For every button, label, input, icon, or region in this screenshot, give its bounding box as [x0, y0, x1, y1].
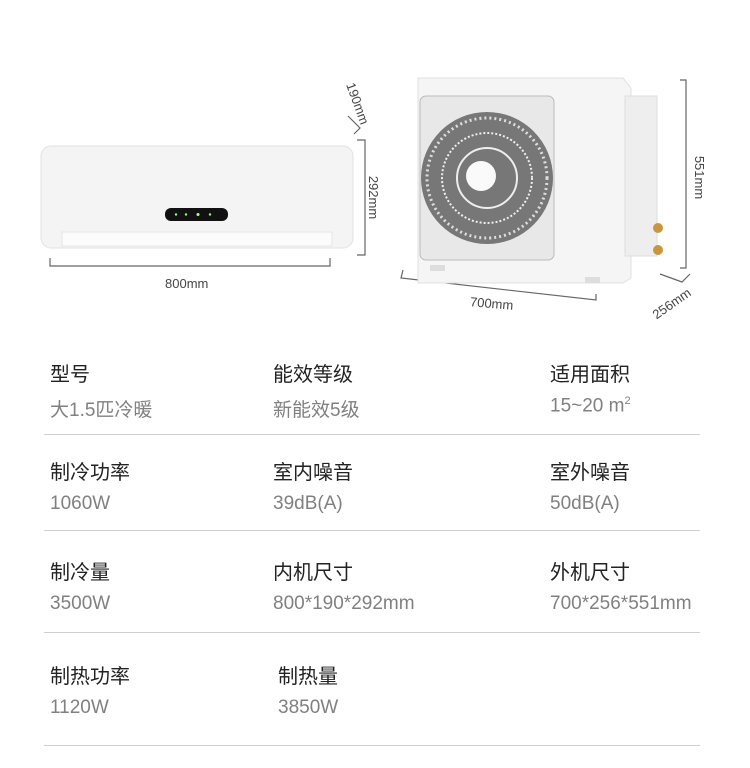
- indoor-width-label: 800mm: [165, 276, 209, 291]
- outdoor-unit: [417, 77, 663, 284]
- divider: [44, 434, 700, 435]
- divider: [44, 530, 700, 531]
- divider: [44, 632, 700, 633]
- spec-model: 型号大1.5匹冷暖: [50, 362, 153, 421]
- spec-efficiency: 能效等级新能效5级: [273, 362, 360, 421]
- indoor-unit: [40, 145, 354, 249]
- outdoor-height-label: 551mm: [692, 155, 708, 200]
- product-illustration: [40, 77, 691, 301]
- indoor-height-label: 292mm: [366, 175, 382, 220]
- divider: [44, 745, 700, 746]
